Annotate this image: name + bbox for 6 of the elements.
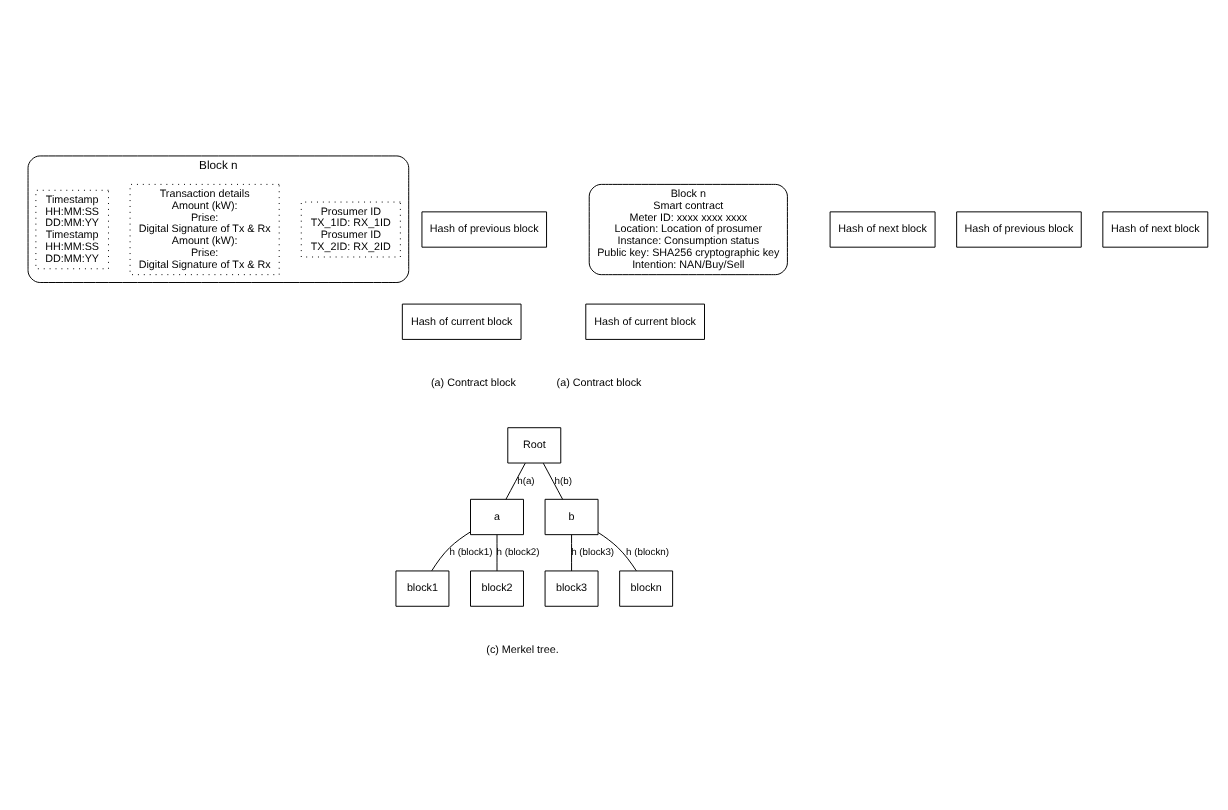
connector [597, 531, 637, 571]
connector [505, 461, 526, 499]
connector [496, 533, 498, 571]
connector [542, 461, 564, 499]
connector [431, 530, 471, 571]
connector [571, 533, 573, 571]
